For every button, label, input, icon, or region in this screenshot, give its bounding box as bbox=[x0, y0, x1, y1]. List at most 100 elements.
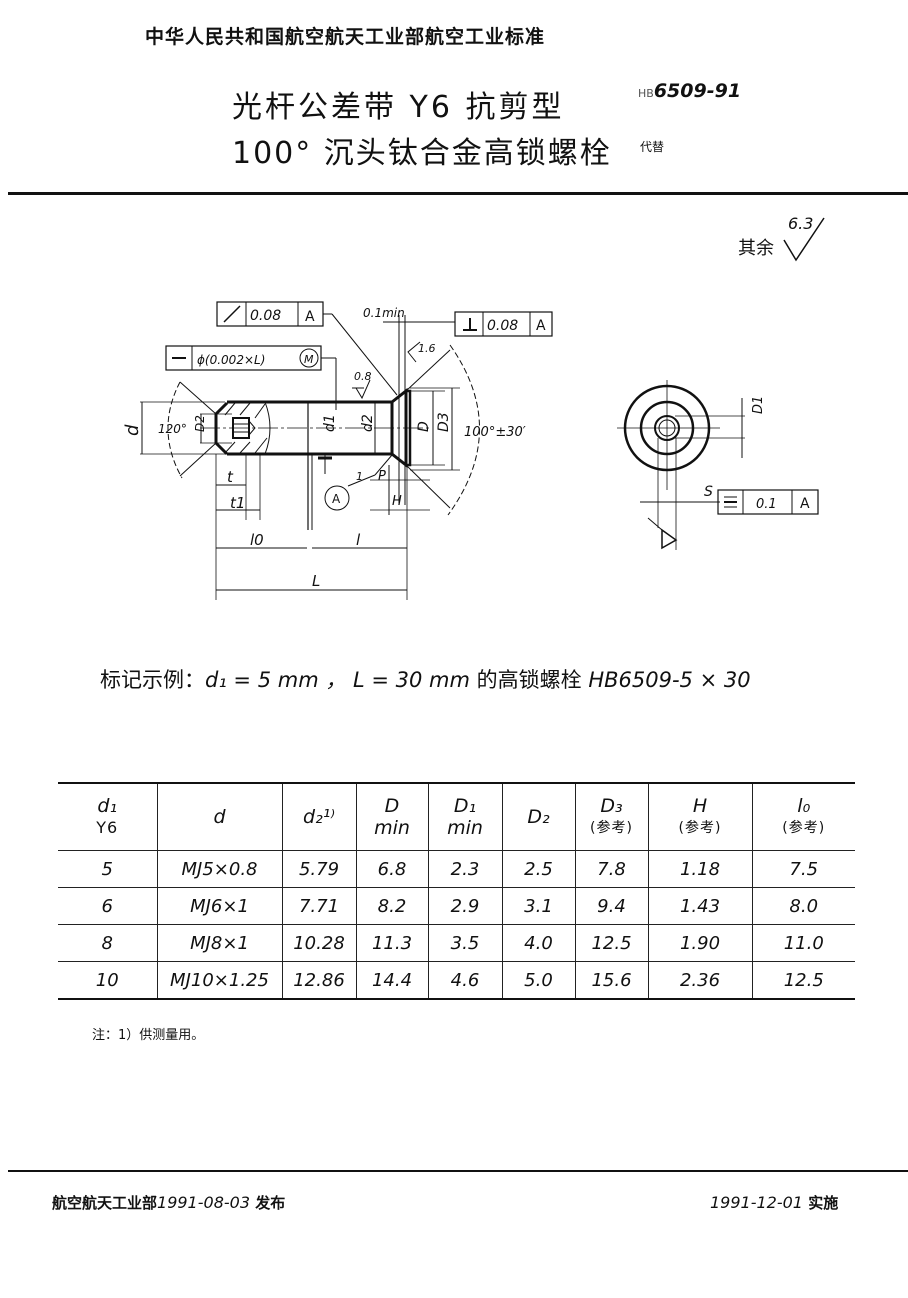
cell: 8.0 bbox=[751, 887, 855, 925]
svg-text:120°: 120° bbox=[158, 422, 187, 436]
surface-roughness-note: 其余 6.3 bbox=[738, 214, 838, 264]
cell: 7.8 bbox=[574, 850, 648, 888]
cell: 5 bbox=[58, 850, 157, 888]
marking-example: 标记示例：d₁ = 5 mm ， L = 30 mm 的高锁螺栓 HB6509-… bbox=[100, 664, 751, 694]
svg-text:d1: d1 bbox=[322, 414, 338, 432]
issue-date: 1991-08-03 bbox=[157, 1193, 250, 1212]
footer-divider bbox=[8, 1170, 908, 1172]
svg-text:A: A bbox=[332, 492, 341, 506]
cell: MJ10×1.25 bbox=[156, 961, 282, 1000]
header-d: d bbox=[156, 783, 282, 851]
svg-text:A: A bbox=[305, 309, 315, 325]
svg-text:0.1min: 0.1min bbox=[363, 306, 405, 320]
svg-text:D1: D1 bbox=[751, 396, 766, 414]
standard-number: HB6509-91 bbox=[638, 80, 741, 102]
svg-text:P: P bbox=[378, 469, 386, 484]
cell: 2.9 bbox=[427, 887, 502, 925]
bolt-drawing: 0.08 A ϕ(0.002×L) M 0.1min 0.08 A 1.6 0.… bbox=[122, 301, 819, 600]
svg-text:A: A bbox=[800, 496, 810, 512]
svg-text:D: D bbox=[416, 421, 432, 432]
cell: 12.5 bbox=[751, 961, 855, 1000]
cell: 7.5 bbox=[751, 850, 855, 888]
cell: 7.71 bbox=[281, 887, 356, 925]
cell: 1.43 bbox=[647, 887, 752, 925]
example-code: HB6509-5 × 30 bbox=[581, 668, 751, 692]
svg-text:d2: d2 bbox=[360, 414, 376, 432]
example-desc: 的高锁螺栓 bbox=[476, 668, 582, 692]
svg-text:0.1: 0.1 bbox=[756, 497, 777, 512]
svg-text:H: H bbox=[392, 494, 402, 509]
cell: 2.5 bbox=[501, 850, 575, 888]
cell: 10.28 bbox=[281, 924, 356, 962]
cell: 5.79 bbox=[281, 850, 356, 888]
runout-frame bbox=[216, 301, 398, 396]
header-D3: D₃(参考) bbox=[574, 783, 648, 851]
cell: 1.18 bbox=[647, 850, 752, 888]
header-H: H(参考) bbox=[647, 783, 752, 851]
svg-text:1: 1 bbox=[356, 470, 363, 483]
svg-text:1.6: 1.6 bbox=[418, 342, 436, 355]
svg-text:L: L bbox=[312, 572, 320, 590]
cell: 4.6 bbox=[427, 961, 502, 1000]
footnote: 注：1）供测量用。 bbox=[92, 1028, 205, 1043]
cell: 2.3 bbox=[427, 850, 502, 888]
table-row: 5 MJ5×0.8 5.79 6.8 2.3 2.5 7.8 1.18 7.5 bbox=[58, 850, 855, 888]
effective-label: 实施 bbox=[808, 1194, 839, 1212]
table-row: 6 MJ6×1 7.71 8.2 2.9 3.1 9.4 1.43 8.0 bbox=[58, 887, 855, 925]
svg-text:0.08: 0.08 bbox=[487, 318, 518, 334]
svg-text:ϕ(0.002×L): ϕ(0.002×L) bbox=[197, 353, 265, 367]
cell: 8.2 bbox=[355, 887, 428, 925]
cell: 2.36 bbox=[647, 961, 752, 1000]
cell: 3.1 bbox=[501, 887, 575, 925]
svg-text:M: M bbox=[304, 353, 314, 366]
table-row: 10 MJ10×1.25 12.86 14.4 4.6 5.0 15.6 2.3… bbox=[58, 961, 855, 1000]
cell: MJ5×0.8 bbox=[156, 850, 282, 888]
svg-text:S: S bbox=[704, 484, 713, 500]
cell: MJ8×1 bbox=[156, 924, 282, 962]
cell: 4.0 bbox=[501, 924, 575, 962]
cell: 5.0 bbox=[501, 961, 575, 1000]
cell: 8 bbox=[58, 924, 157, 962]
cell: 1.90 bbox=[647, 924, 752, 962]
cell: 11.3 bbox=[355, 924, 428, 962]
example-prefix: 标记示例： bbox=[100, 668, 205, 692]
svg-text:l0: l0 bbox=[250, 531, 264, 549]
standard-code: 6509-91 bbox=[653, 80, 742, 102]
cell: 12.5 bbox=[574, 924, 648, 962]
cell: 6.8 bbox=[355, 850, 428, 888]
svg-text:D3: D3 bbox=[436, 412, 452, 432]
issue-info: 航空航天工业部1991-08-03 发布 bbox=[52, 1192, 285, 1213]
cell: 14.4 bbox=[355, 961, 428, 1000]
issuer: 航空航天工业部 bbox=[52, 1194, 158, 1212]
title-line-2: 100° 沉头钛合金高锁螺栓 bbox=[232, 136, 612, 171]
svg-text:A: A bbox=[536, 318, 546, 334]
cell: 15.6 bbox=[574, 961, 648, 1000]
header-d2: d₂¹⁾ bbox=[281, 783, 356, 851]
cell: 11.0 bbox=[751, 924, 855, 962]
svg-text:t1: t1 bbox=[230, 494, 245, 512]
effective-info: 1991-12-01 实施 bbox=[710, 1192, 838, 1213]
header-l0: l₀(参考) bbox=[751, 783, 855, 851]
cell: 10 bbox=[58, 961, 157, 1000]
cell: 12.86 bbox=[281, 961, 356, 1000]
svg-text:t: t bbox=[227, 468, 234, 486]
roughness-symbol-icon bbox=[783, 217, 825, 262]
roughness-label: 其余 bbox=[738, 238, 774, 259]
runout-tolerance: 0.08 bbox=[250, 308, 281, 324]
title-line-1: 光杆公差带 Y6 抗剪型 bbox=[232, 90, 565, 125]
example-dims: d₁ = 5 mm ， L = 30 mm bbox=[205, 668, 477, 692]
svg-text:l: l bbox=[356, 531, 361, 549]
cell: 6 bbox=[58, 887, 157, 925]
roughness-value: 6.3 bbox=[788, 214, 814, 233]
cell: 9.4 bbox=[574, 887, 648, 925]
standard-prefix: HB bbox=[638, 87, 654, 100]
effective-date: 1991-12-01 bbox=[710, 1193, 803, 1212]
replaces-label: 代替 bbox=[640, 140, 665, 154]
svg-text:0.8: 0.8 bbox=[354, 370, 372, 383]
table-row: 8 MJ8×1 10.28 11.3 3.5 4.0 12.5 1.90 11.… bbox=[58, 924, 855, 962]
